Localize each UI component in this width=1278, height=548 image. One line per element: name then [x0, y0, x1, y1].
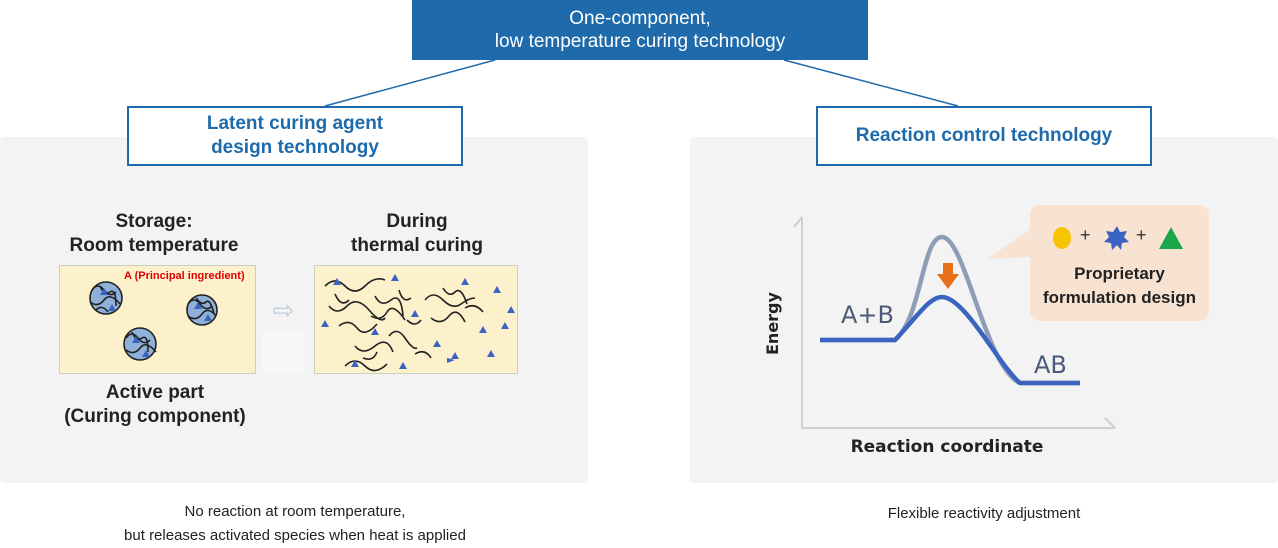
main-technology-line1: One-component,: [569, 8, 711, 29]
storage-label: Storage: Room temperature: [40, 210, 268, 258]
reactant-label: A+B: [841, 301, 894, 329]
latent-curing-caption: No reaction at room temperature, but rel…: [40, 500, 550, 548]
latent-particles-icon: [89, 281, 218, 361]
plus-sign-2: +: [1136, 225, 1147, 245]
formulation-label-line1: Proprietary: [1074, 264, 1165, 283]
transition-arrow-box: ⇨: [262, 291, 305, 373]
storage-label-line1: Storage:: [115, 211, 193, 232]
reaction-control-title: Reaction control technology: [855, 125, 1113, 146]
plus-sign-1: +: [1080, 225, 1091, 245]
formulation-label: Proprietary formulation design: [1030, 262, 1209, 310]
star-component-icon: [1104, 226, 1129, 250]
latent-curing-title-line1: Latent curing agent: [206, 113, 384, 134]
y-axis-label: Energy: [763, 291, 782, 355]
main-technology-line2: low temperature curing technology: [494, 31, 786, 52]
reaction-control-caption: Flexible reactivity adjustment: [887, 505, 1081, 522]
thermal-curing-label-line2: thermal curing: [351, 235, 483, 256]
curing-illustration: [314, 265, 518, 374]
latent-curing-caption-line1: No reaction at room temperature,: [184, 503, 406, 520]
active-part-label-line2: (Curing component): [64, 406, 246, 427]
low-barrier-curve: [820, 294, 1080, 386]
transition-placeholder: [262, 331, 305, 373]
circle-component-icon: [1053, 227, 1071, 249]
lowering-arrow-icon: [937, 263, 959, 289]
thermal-curing-label: During thermal curing: [312, 210, 522, 258]
active-part-label: Active part (Curing component): [40, 381, 270, 429]
formulation-components-icon: [1053, 226, 1183, 250]
storage-label-line2: Room temperature: [69, 235, 239, 256]
formulation-label-line2: formulation design: [1043, 288, 1196, 307]
principal-ingredient-tag: A (Principal ingredient): [124, 270, 245, 282]
released-species-icon: [321, 274, 515, 372]
active-part-label-line1: Active part: [105, 382, 205, 403]
reaction-control-title-box: Reaction control technology: [816, 106, 1152, 166]
energy-y-axis-tip: [793, 216, 803, 228]
transition-arrow-icon: ⇨: [272, 296, 295, 326]
storage-illustration: A (Principal ingredient): [59, 265, 256, 374]
x-axis-label: Reaction coordinate: [851, 437, 1044, 457]
main-technology-box: One-component, low temperature curing te…: [412, 0, 868, 60]
formulation-callout-pointer: [987, 229, 1031, 259]
formulation-callout: + + Proprietary formulation design: [1030, 205, 1209, 321]
energy-diagram: A+B AB Energy Reaction coordinate: [763, 216, 1116, 457]
latent-curing-title-box: Latent curing agent design technology: [127, 106, 463, 166]
energy-x-axis-tip: [1104, 417, 1116, 429]
product-label: AB: [1034, 351, 1067, 379]
latent-curing-caption-line2: but releases activated species when heat…: [124, 527, 466, 544]
thermal-curing-label-line1: During: [386, 211, 448, 232]
latent-curing-title-line2: design technology: [211, 137, 379, 158]
triangle-component-icon: [1159, 227, 1183, 249]
